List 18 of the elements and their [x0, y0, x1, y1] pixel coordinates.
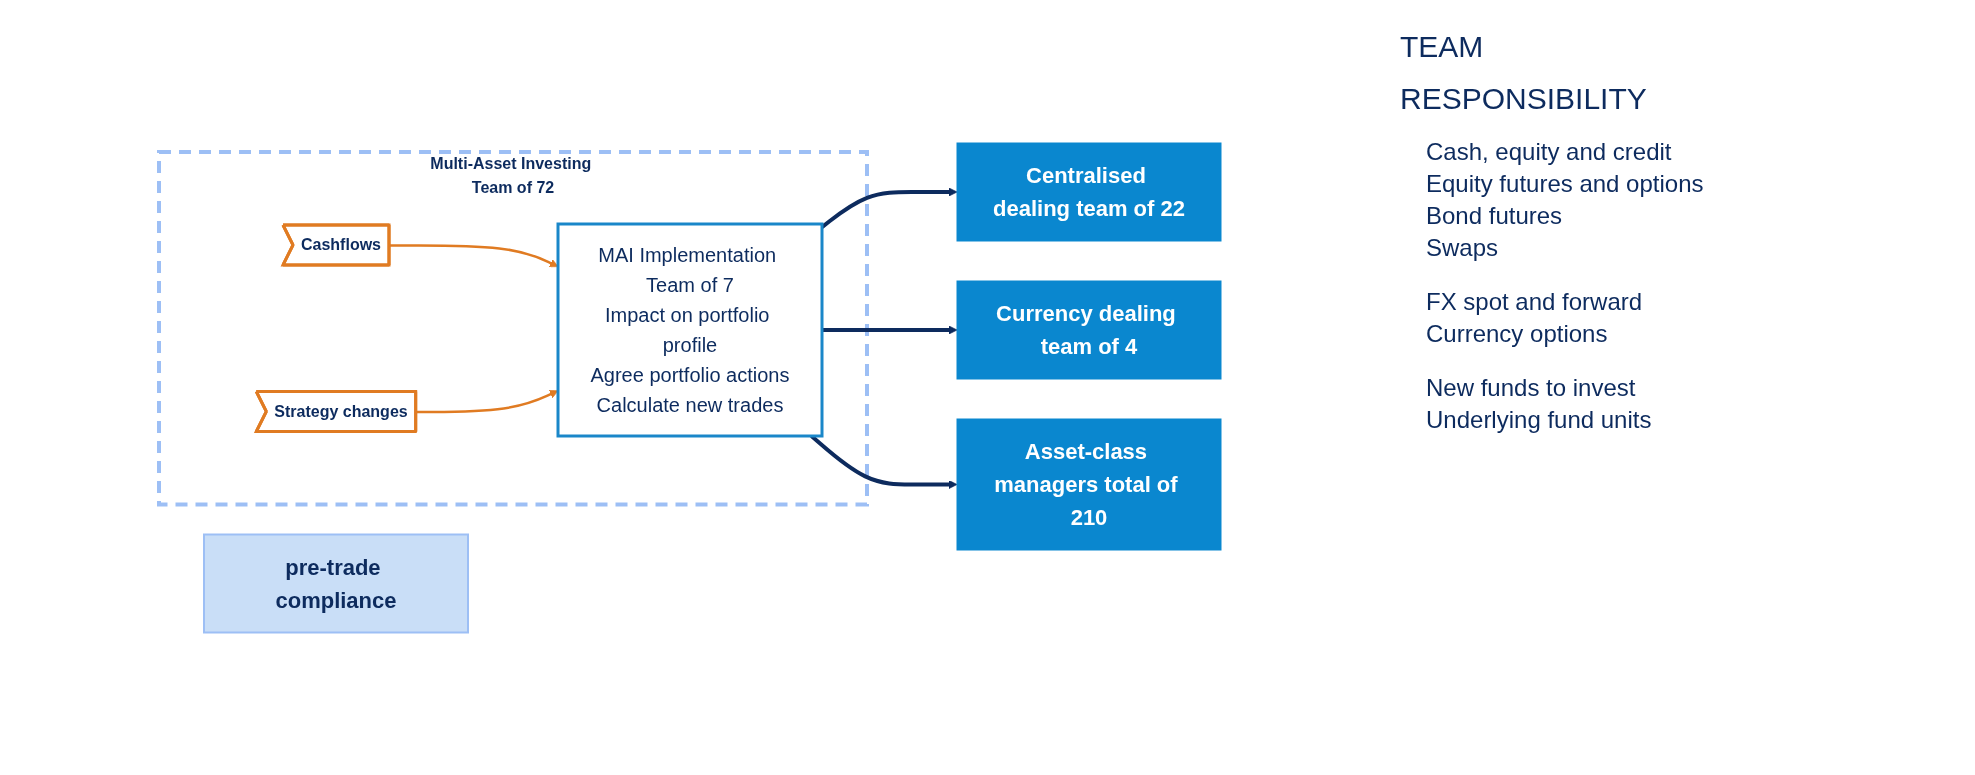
node-box: pre-trade compliance [203, 533, 469, 634]
responsibility-item: Underlying fund units [1426, 406, 1653, 434]
responsibility-item: FX spot and forward [1426, 288, 1644, 316]
column-heading: TEAM [1400, 30, 1485, 64]
node-box: Asset-class managers total of 210 [956, 418, 1222, 551]
responsibility-item: Bond futures [1426, 202, 1564, 230]
column-heading: RESPONSIBILITY [1400, 82, 1648, 116]
responsibility-item: Cash, equity and credit [1426, 138, 1673, 166]
responsibility-item: Equity futures and options [1426, 170, 1705, 198]
node-box: Currency dealing team of 4 [956, 280, 1222, 380]
arrow [822, 325, 958, 335]
node-box: Centralised dealing team of 22 [956, 142, 1222, 242]
responsibility-item: Swaps [1426, 234, 1500, 262]
arrow [389, 243, 559, 267]
arrow [416, 389, 559, 413]
responsibility-item: Currency options [1426, 320, 1609, 348]
node-box: MAI Implementation Team of 7 Impact on portfolio profile Agree portfolio actions Calculate new trades [556, 222, 824, 438]
responsibility-item: New funds to invest [1426, 374, 1637, 402]
